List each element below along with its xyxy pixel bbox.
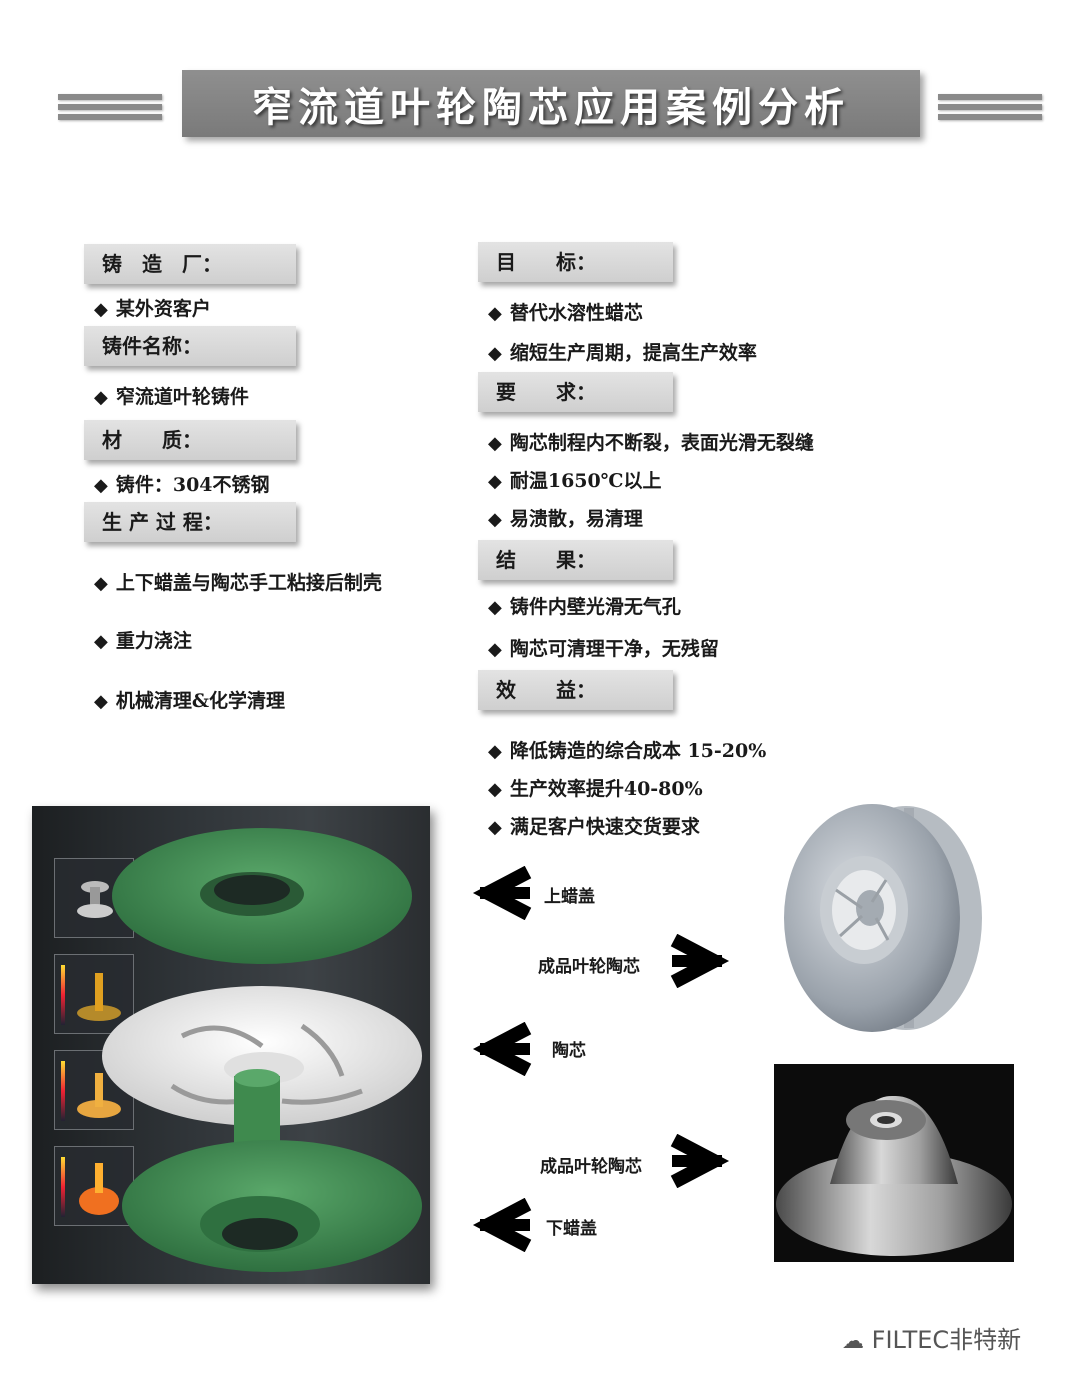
arrow-left-lower-wax-cover bbox=[472, 1198, 532, 1252]
result-label: 结 果： bbox=[478, 540, 673, 580]
finished-impeller-core-label-1: 成品叶轮陶芯 bbox=[538, 957, 640, 977]
impeller-core-photo bbox=[776, 1095, 1012, 1256]
finished-impeller-core-label-2: 成品叶轮陶芯 bbox=[540, 1157, 642, 1177]
finished-impeller-core-photo-bottom bbox=[774, 1064, 1014, 1262]
benefit-item-3: ◆满足客户快速交货要求 bbox=[488, 816, 700, 838]
goal-item-1: ◆替代水溶性蜡芯 bbox=[488, 302, 643, 324]
requirement-label: 要 求： bbox=[478, 372, 673, 412]
arrow-left-ceramic-core bbox=[472, 1022, 532, 1076]
foundry-label: 铸 造 厂： bbox=[84, 244, 296, 284]
finished-impeller-core-photo-top bbox=[784, 804, 982, 1032]
material-value: ◆铸件：304不锈钢 bbox=[94, 474, 270, 496]
benefit-item-1: ◆降低铸造的综合成本 15-20% bbox=[488, 740, 767, 762]
ceramic-core-label: 陶芯 bbox=[552, 1041, 586, 1061]
result-item-2: ◆陶芯可清理干净，无残留 bbox=[488, 638, 719, 660]
title-banner: 窄流道叶轮陶芯应用案例分析 bbox=[182, 70, 920, 137]
page-title: 窄流道叶轮陶芯应用案例分析 bbox=[252, 84, 850, 131]
result-item-1: ◆铸件内壁光滑无气孔 bbox=[488, 596, 681, 618]
exploded-view-image bbox=[32, 806, 430, 1284]
exploded-parts bbox=[102, 828, 422, 1272]
process-item-1: ◆上下蜡盖与陶芯手工粘接后制壳 bbox=[94, 572, 382, 594]
lower-wax-cover-label: 下蜡盖 bbox=[546, 1219, 597, 1239]
title-decor-left bbox=[58, 94, 162, 124]
simulation-icon bbox=[61, 965, 121, 1025]
simulation-icon bbox=[61, 1157, 119, 1217]
goal-item-2: ◆缩短生产周期，提高生产效率 bbox=[488, 342, 757, 364]
ceramic-core-shape bbox=[102, 986, 422, 1126]
casting-name-value: ◆窄流道叶轮铸件 bbox=[94, 386, 249, 408]
goal-label: 目 标： bbox=[478, 242, 673, 282]
process-label: 生 产 过 程： bbox=[84, 502, 296, 542]
benefit-label: 效 益： bbox=[478, 670, 673, 710]
thumbnail-sim-1 bbox=[54, 954, 134, 1034]
benefit-item-2: ◆生产效率提升40-80% bbox=[488, 778, 703, 800]
requirement-item-3: ◆易溃散，易清理 bbox=[488, 508, 643, 530]
watermark: ☁ FILTEC非特新 bbox=[842, 1326, 1022, 1354]
title-decor-right bbox=[938, 94, 1042, 124]
arrow-right-finished-core-1 bbox=[670, 934, 730, 988]
wechat-icon: ☁ bbox=[842, 1329, 864, 1354]
simulation-icon bbox=[61, 1061, 121, 1121]
upper-wax-cover-label: 上蜡盖 bbox=[544, 887, 595, 907]
foundry-value: ◆某外资客户 bbox=[94, 298, 211, 320]
process-item-2: ◆重力浇注 bbox=[94, 630, 192, 652]
arrow-left-upper-wax-cover bbox=[472, 866, 532, 920]
thumbnail-sim-3 bbox=[54, 1146, 134, 1226]
material-label: 材 质： bbox=[84, 420, 296, 460]
process-item-3: ◆机械清理&化学清理 bbox=[94, 690, 285, 712]
assembly-icon bbox=[77, 881, 113, 918]
requirement-item-2: ◆耐温1650℃以上 bbox=[488, 470, 662, 492]
lower-wax-cover-shape bbox=[122, 1069, 422, 1272]
requirement-item-1: ◆陶芯制程内不断裂，表面光滑无裂缝 bbox=[488, 432, 814, 454]
upper-wax-cover-shape bbox=[112, 828, 412, 964]
arrow-right-finished-core-2 bbox=[670, 1134, 730, 1188]
casting-name-label: 铸件名称： bbox=[84, 326, 296, 366]
